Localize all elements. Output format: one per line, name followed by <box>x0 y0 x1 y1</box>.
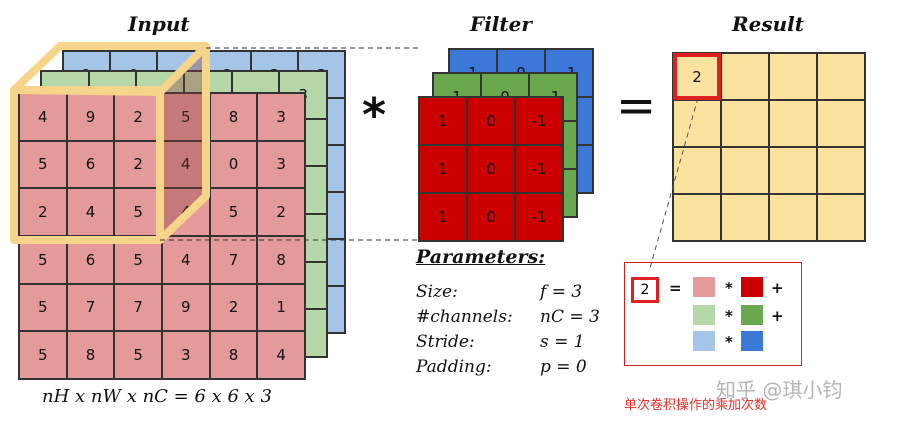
input-cell: 5 <box>19 140 67 189</box>
param-value-padding: p = 0 <box>540 357 587 377</box>
swatch-red-filter <box>741 277 763 297</box>
input-cell: 0 <box>209 140 258 189</box>
input-cell: 7 <box>66 283 115 332</box>
input-dimensions-text: nH x nW x nC = 6 x 6 x 3 <box>42 386 273 407</box>
filter-cell: 0 <box>467 193 515 241</box>
swatch-green-filter <box>741 305 763 325</box>
times-sign: * <box>725 333 733 351</box>
input-cell: 3 <box>162 331 210 379</box>
input-cell: 7 <box>209 236 258 284</box>
input-cell: 4 <box>257 331 305 379</box>
input-cell: 4 <box>66 188 115 236</box>
filter-cell: -1 <box>515 97 563 145</box>
filter-cell: 1 <box>419 145 467 193</box>
filter-title: Filter <box>470 12 532 36</box>
input-cell: 4 <box>162 236 210 284</box>
input-cell: 5 <box>19 283 67 332</box>
equals-operator: = <box>616 78 657 134</box>
input-cell: 3 <box>257 93 305 141</box>
times-sign: * <box>725 279 733 297</box>
parameters-heading: Parameters: <box>416 246 546 268</box>
watermark: 知乎 @琪小钧 <box>716 378 843 402</box>
param-value-stride: s = 1 <box>540 332 585 352</box>
filter-cell: 1 <box>419 97 467 145</box>
filter-cell: 0 <box>467 97 515 145</box>
param-value-channels: nC = 3 <box>540 307 600 327</box>
input-cell: 9 <box>162 283 210 332</box>
swatch-blue-filter <box>741 331 763 351</box>
param-label-channels: #channels: <box>416 307 513 327</box>
input-cell: 8 <box>209 331 258 379</box>
filter-cell: -1 <box>515 193 563 241</box>
param-label-padding: Padding: <box>416 357 492 377</box>
result-grid: 2 <box>672 52 866 242</box>
input-cell: 3 <box>257 140 305 189</box>
plus-sign: + <box>771 279 784 297</box>
swatch-red-channel <box>693 277 715 297</box>
equation-value: 2 <box>631 277 659 303</box>
input-cell: 8 <box>257 236 305 284</box>
result-title: Result <box>732 12 804 36</box>
convolution-operator: * <box>362 88 387 142</box>
input-cell: 1 <box>257 283 305 332</box>
result-cell-first: 2 <box>673 53 721 100</box>
input-cell: 5 <box>209 188 258 236</box>
filter-channel-red: 1 0 -1 1 0 -1 1 0 -1 <box>418 96 564 242</box>
param-label-stride: Stride: <box>416 332 475 352</box>
swatch-green-channel <box>693 305 715 325</box>
param-value-size: f = 3 <box>540 282 583 302</box>
input-cell: 6 <box>66 140 115 189</box>
input-cell: 2 <box>19 188 67 236</box>
input-cell: 2 <box>209 283 258 332</box>
input-cell: 2 <box>257 188 305 236</box>
input-cell: 5 <box>114 331 162 379</box>
param-label-size: Size: <box>416 282 458 302</box>
swatch-blue-channel <box>693 331 715 351</box>
input-cell: 8 <box>66 331 115 379</box>
input-cell: 8 <box>209 93 258 141</box>
input-cell: 7 <box>114 283 162 332</box>
input-dimensions: nH x nW x nC = 6 x 6 x 3 <box>42 386 272 407</box>
times-sign: * <box>725 307 733 325</box>
filter-cell: -1 <box>515 145 563 193</box>
filter-cell: 0 <box>467 145 515 193</box>
input-title: Input <box>128 12 190 36</box>
input-cell: 5 <box>19 331 67 379</box>
equation-box: 2 = * + * + * <box>624 262 802 366</box>
receptive-field-cube <box>10 42 420 244</box>
caption: 单次卷积操作的乘加次数 <box>624 398 768 413</box>
filter-cell: 1 <box>419 193 467 241</box>
plus-sign: + <box>771 307 784 325</box>
equation-equals: = <box>669 279 682 297</box>
